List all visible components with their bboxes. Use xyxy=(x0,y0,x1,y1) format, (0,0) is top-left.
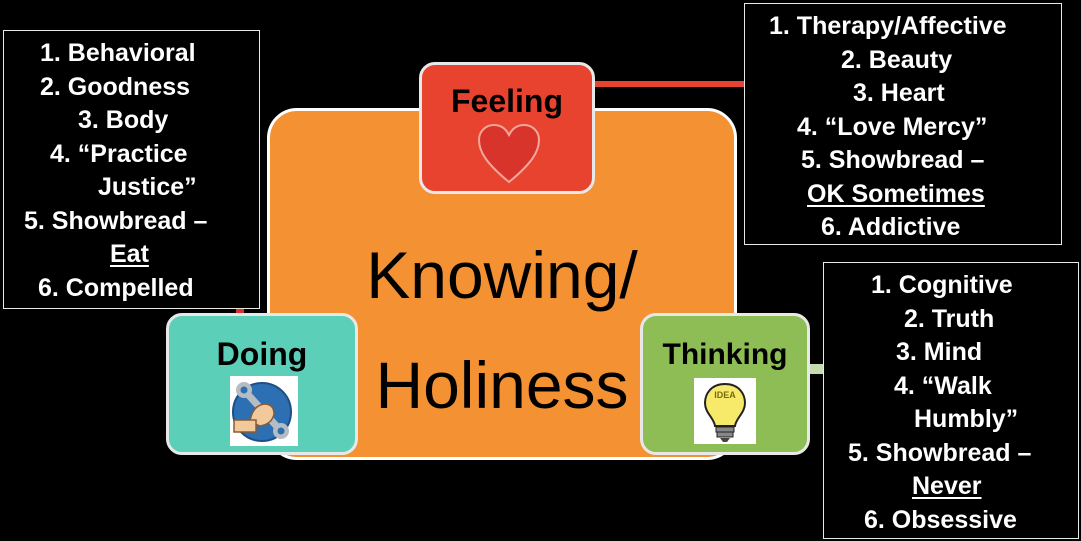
doing-list-item: 2. Goodness xyxy=(4,71,259,105)
thinking-list-item-text: 3. Mind xyxy=(896,338,983,366)
thinking-list-item: Never xyxy=(824,470,1078,504)
thinking-list-item-text: 1. Cognitive xyxy=(871,271,1013,299)
doing-list-item: 5. Showbread – xyxy=(4,205,259,239)
feeling-list-item: 4. “Love Mercy” xyxy=(745,111,1061,145)
thinking-list-item: 2. Truth xyxy=(824,303,1078,337)
thinking-list-item-text: 4. “Walk xyxy=(894,371,992,400)
thinking-list-item: 4. “Walk xyxy=(824,370,1078,404)
center-title-line1: Knowing/ xyxy=(366,238,638,312)
feeling-list-item-text: 4. “Love Mercy” xyxy=(797,112,988,141)
wrench-fist-icon xyxy=(230,376,298,446)
doing-label: Doing xyxy=(216,336,308,372)
doing-list: 1. Behavioral 2. Goodness 3. Body 4. “Pract… xyxy=(3,30,260,309)
doing-list-item: 4. “Practice xyxy=(4,138,259,172)
thinking-list-item-text: 2. Truth xyxy=(904,304,995,333)
thinking-list-item: 1. Cognitive xyxy=(824,269,1078,303)
feeling-list-item: 2. Beauty xyxy=(745,44,1061,78)
feeling-list-item-text: 1. Therapy/Affective xyxy=(769,12,1007,40)
doing-list-item: 1. Behavioral xyxy=(4,37,259,71)
thinking-list-item: 3. Mind xyxy=(824,336,1078,370)
feeling-list-item-text: 3. Heart xyxy=(853,79,945,107)
feeling-list-item: 5. Showbread – xyxy=(745,144,1061,178)
thinking-list-item: 6. Obsessive xyxy=(824,504,1078,538)
thinking-list-item-text: Humbly” xyxy=(914,405,1019,433)
feeling-list-item-text: 5. Showbread – xyxy=(801,146,985,174)
idea-text: IDEA xyxy=(714,390,736,400)
doing-list-item: Justice” xyxy=(4,171,259,205)
heart-icon xyxy=(477,124,541,184)
doing-list-item-text: 6. Compelled xyxy=(38,273,194,302)
feeling-list: 1. Therapy/Affective 2. Beauty 3. Heart 4. … xyxy=(744,3,1062,245)
center-title: Knowing/ Holiness xyxy=(267,220,737,440)
feeling-list-item: 3. Heart xyxy=(745,77,1061,111)
feeling-label: Feeling xyxy=(450,83,563,119)
doing-list-item-text: 4. “Practice xyxy=(50,139,188,168)
thinking-list-item-text: 5. Showbread – xyxy=(848,438,1032,467)
center-title-line2: Holiness xyxy=(375,348,629,422)
feeling-list-item: OK Sometimes xyxy=(745,178,1061,212)
doing-list-item-text: 3. Body xyxy=(78,106,169,134)
thinking-list-item-text: Never xyxy=(912,472,982,500)
doing-list-item: 3. Body xyxy=(4,104,259,138)
doing-list-item-text: Eat xyxy=(110,240,149,268)
thinking-list-item: 5. Showbread – xyxy=(824,437,1078,471)
thinking-list-item: Humbly” xyxy=(824,403,1078,437)
thinking-list-item-text: 6. Obsessive xyxy=(864,505,1017,534)
feeling-list-item: 1. Therapy/Affective xyxy=(745,10,1061,44)
feeling-list-item-text: 6. Addictive xyxy=(821,213,961,241)
doing-list-item-text: Justice” xyxy=(98,173,197,201)
feeling-list-item-text: 2. Beauty xyxy=(841,45,953,74)
thinking-label: Thinking xyxy=(662,338,788,371)
doing-list-item-text: 5. Showbread – xyxy=(24,206,208,235)
idea-lightbulb-icon: IDEA xyxy=(694,378,756,444)
doing-list-item-text: 1. Behavioral xyxy=(40,39,196,67)
doing-list-item: Eat xyxy=(4,238,259,272)
doing-list-item-text: 2. Goodness xyxy=(40,72,191,101)
feeling-list-item: 6. Addictive xyxy=(745,211,1061,245)
feeling-list-item-text: OK Sometimes xyxy=(807,179,985,208)
doing-list-item: 6. Compelled xyxy=(4,272,259,306)
